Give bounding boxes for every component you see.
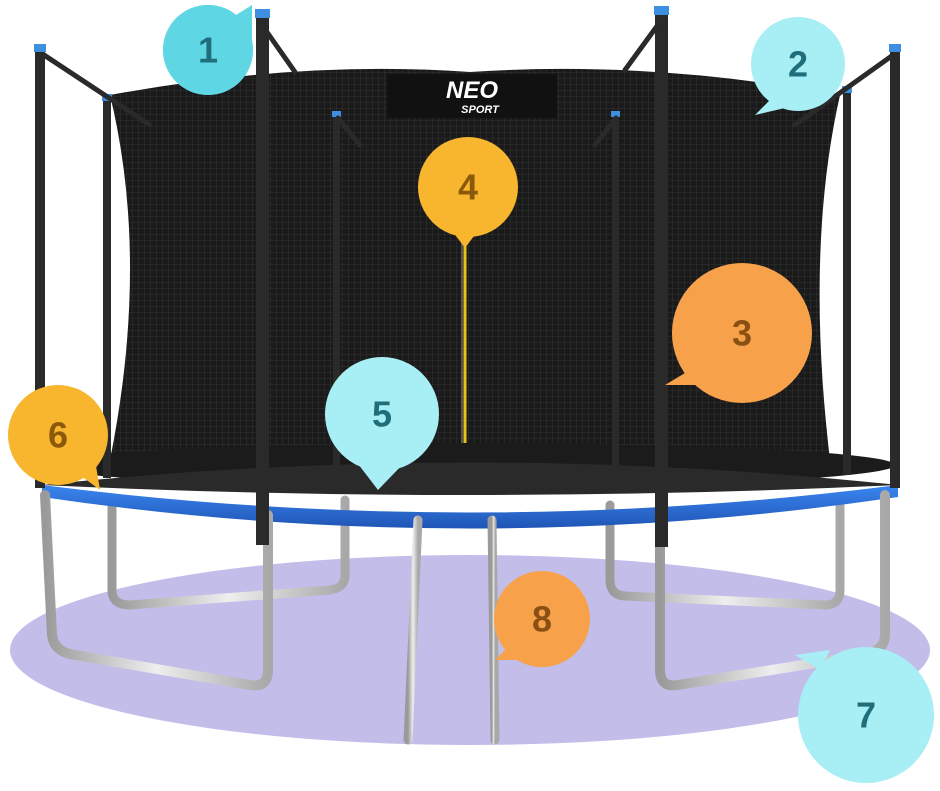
callout-4-label: 4	[458, 167, 478, 208]
front-legs	[40, 490, 890, 691]
callout-1: 1	[163, 5, 253, 95]
callout-2-label: 2	[788, 44, 808, 85]
callout-7: 7	[795, 647, 934, 783]
callout-8-label: 8	[532, 599, 552, 640]
callout-7-label: 7	[856, 695, 876, 736]
rear-legs	[107, 495, 845, 610]
brand-logo: NEO	[446, 77, 498, 104]
net-poles	[34, 6, 901, 547]
callout-6-label: 6	[48, 415, 68, 456]
callout-5-label: 5	[372, 394, 392, 435]
brand-logo-sub: SPORT	[461, 104, 500, 116]
callout-5: 5	[325, 357, 439, 490]
ladder-icon	[403, 515, 500, 745]
callout-4: 4	[418, 137, 518, 248]
callout-3: 3	[665, 263, 812, 403]
callout-6: 6	[8, 385, 108, 490]
pole-straps	[41, 19, 896, 148]
callout-1-label: 1	[198, 30, 218, 71]
brand-banner: NEO SPORT	[387, 74, 557, 118]
callout-8: 8	[494, 571, 590, 667]
callout-3-label: 3	[732, 313, 752, 354]
callout-2: 2	[751, 17, 845, 115]
